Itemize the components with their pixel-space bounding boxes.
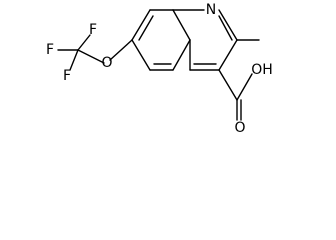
- bond-c8-c7: [131, 9, 151, 41]
- carboxyl-o-label: O: [234, 120, 245, 136]
- bond-carboxyl-oh: [236, 73, 253, 101]
- carboxyl-oh-label: OH: [251, 62, 273, 78]
- double-bond-n1-c2: [218, 15, 233, 41]
- bond-cf3-fbottom: [69, 49, 79, 71]
- bond-n1-c2: [218, 9, 238, 41]
- fluorine-bottom-label: F: [63, 68, 71, 84]
- fluorine-top-label: F: [89, 22, 97, 38]
- bond-oxygen-cf3: [77, 49, 105, 64]
- molecule-svg: N O F F F OH O: [46, 2, 273, 136]
- bond-c7-c6: [131, 39, 151, 71]
- bond-c5-c4a: [172, 39, 191, 71]
- ether-oxygen-label: O: [101, 55, 112, 71]
- double-bond-c8-c7: [138, 15, 154, 41]
- bond-c3-carboxyl-carbon: [218, 69, 238, 101]
- bond-c2-c3: [218, 39, 238, 71]
- bond-cf3-ftop: [77, 34, 91, 51]
- bond-c4a-c8a: [172, 9, 191, 41]
- molecule-structure-diagram: N O F F F OH O: [46, 2, 273, 136]
- nitrogen-label: N: [206, 2, 216, 18]
- fluorine-left-label: F: [46, 42, 54, 58]
- bond-c7-oxygen: [109, 39, 133, 61]
